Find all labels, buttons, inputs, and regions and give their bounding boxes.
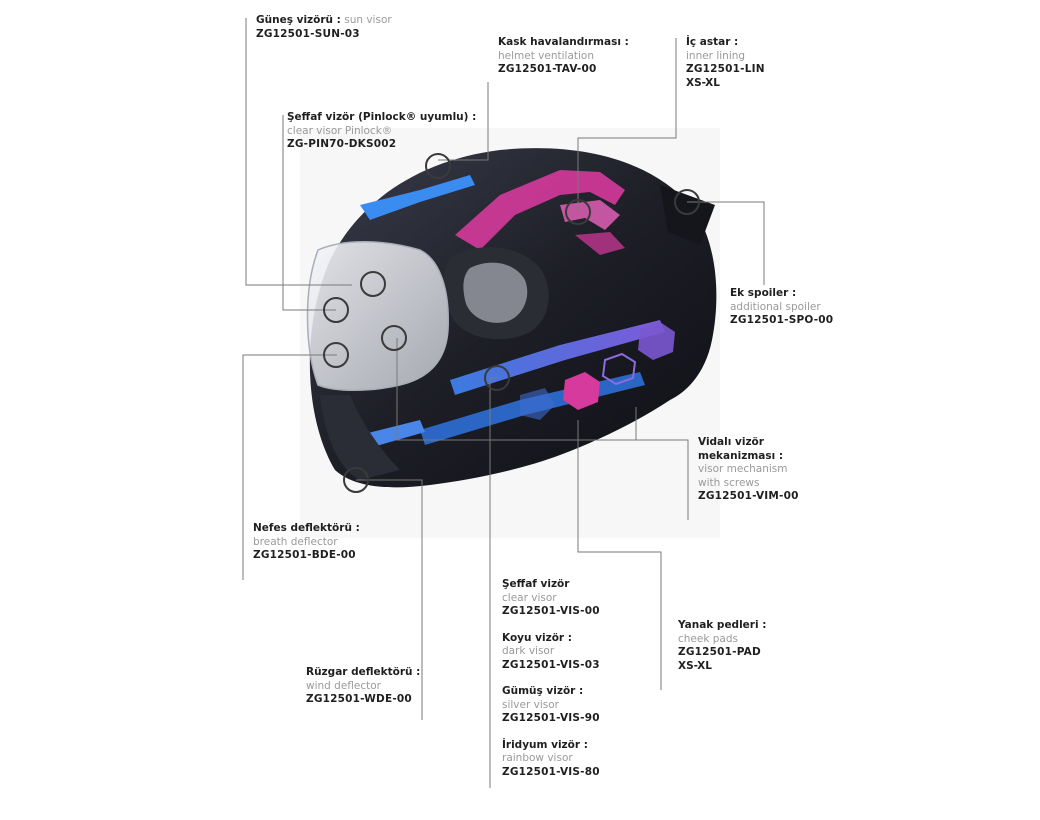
leader-spoiler (687, 201, 765, 285)
ventilation-code: ZG12501-TAV-00 (498, 63, 597, 75)
sun-visor-code: ZG12501-SUN-03 (256, 27, 360, 40)
sun-visor-tr: Güneş vizörü : (256, 14, 341, 26)
spoiler-en: additional spoiler (730, 300, 821, 313)
callout-spoiler: Ek spoiler : additional spoiler ZG12501-… (730, 287, 833, 328)
visor-variant: İridyum vizör : rainbow visor ZG12501-VI… (502, 739, 600, 780)
helmet-shell (309, 148, 717, 488)
spoiler-tr: Ek spoiler : (730, 287, 797, 299)
visor-variant-tr: Gümüş vizör : (502, 685, 584, 697)
leader-lines (242, 18, 765, 788)
visor-variant-code: ZG12501-VIS-00 (502, 605, 600, 617)
cheek-pads-en: cheek pads (678, 632, 739, 645)
inner-lining-tr: İç astar : (686, 36, 739, 48)
marker-breath-deflector (323, 342, 349, 368)
marker-ventilation (425, 153, 451, 179)
marker-sun-visor (360, 271, 386, 297)
marker-inner-lining (565, 199, 591, 225)
inner-lining-code: ZG12501-LIN (686, 63, 765, 75)
breath-deflector-code: ZG12501-BDE-00 (253, 549, 356, 561)
callout-sun-visor: Güneş vizörü : sun visor ZG12501-SUN-03 (256, 14, 392, 41)
cheek-pads-tr: Yanak pedleri : (678, 619, 767, 631)
wind-deflector-code: ZG12501-WDE-00 (306, 693, 412, 705)
visor-variant-tr: Şeffaf vizör (502, 578, 570, 590)
visor-variant: Koyu vizör : dark visor ZG12501-VIS-03 (502, 632, 600, 673)
cheek-pads-size: XS-XL (678, 659, 712, 672)
visor-variant-en: dark visor (502, 645, 555, 657)
breath-deflector-tr: Nefes deflektörü : (253, 522, 360, 534)
callout-inner-lining: İç astar : inner lining ZG12501-LIN XS-X… (686, 36, 765, 90)
marker-pinlock (323, 297, 349, 323)
visor-variant-en: silver visor (502, 698, 559, 711)
pinlock-code: ZG-PIN70-DKS002 (287, 138, 397, 150)
breath-deflector-en: breath deflector (253, 535, 338, 548)
callout-markers (323, 153, 700, 493)
inner-lining-size: XS-XL (686, 76, 720, 89)
ventilation-tr: Kask havalandırması : (498, 36, 629, 48)
ventilation-en: helmet ventilation (498, 49, 595, 62)
callout-breath-deflector: Nefes deflektörü : breath deflector ZG12… (253, 522, 360, 563)
visor-mech-code: ZG12501-VIM-00 (698, 490, 799, 502)
callout-pinlock-visor: Şeffaf vizör (Pinlock® uyumlu) : clear v… (287, 111, 476, 152)
leader-breath-deflector (242, 354, 337, 580)
leader-pinlock (282, 115, 336, 311)
visor-variant-en: rainbow visor (502, 752, 573, 764)
leader-wind-deflector (356, 479, 423, 720)
callout-ventilation: Kask havalandırması : helmet ventilation… (498, 36, 629, 77)
marker-visor-mechanism (381, 325, 407, 351)
visor-variant-code: ZG12501-VIS-80 (502, 765, 600, 778)
callout-wind-deflector: Rüzgar deflektörü : wind deflector ZG125… (306, 666, 420, 707)
spoiler-code: ZG12501-SPO-00 (730, 314, 834, 326)
pinlock-tr: Şeffaf vizör (Pinlock® uyumlu) : (287, 111, 477, 123)
visor-variant-code: ZG12501-VIS-90 (502, 712, 600, 724)
cheek-pads-code: ZG12501-PAD (678, 646, 761, 658)
visor-mech-en1: visor mechanism (698, 463, 788, 475)
marker-spoiler (674, 189, 700, 215)
leader-sun-visor (245, 18, 352, 286)
inner-lining-en: inner lining (686, 49, 746, 62)
visor-variant-en: clear visor (502, 591, 557, 604)
leader-visors (489, 377, 497, 788)
visor-variant-code: ZG12501-VIS-03 (502, 658, 600, 671)
visor-mech-en2: with screws (698, 476, 760, 489)
marker-wind-deflector (343, 467, 369, 493)
leader-inner-lining (577, 38, 677, 212)
visor-variant: Gümüş vizör : silver visor ZG12501-VIS-9… (502, 685, 600, 726)
clear-visor (306, 241, 449, 391)
visor-variant: Şeffaf vizör clear visor ZG12501-VIS-00 (502, 578, 600, 619)
wind-deflector-tr: Rüzgar deflektörü : (306, 666, 421, 678)
leader-visor-mech-top (396, 338, 637, 441)
leader-ventilation (438, 82, 489, 161)
leader-visor-mech (636, 439, 689, 520)
visor-variant-tr: İridyum vizör : (502, 738, 588, 751)
visor-mech-tr2: mekanizması : (698, 449, 784, 462)
callout-visor-variants: Şeffaf vizör clear visor ZG12501-VIS-00 … (502, 578, 600, 792)
visor-variant-tr: Koyu vizör : (502, 631, 572, 644)
wind-deflector-en: wind deflector (306, 679, 381, 692)
callout-visor-mechanism: Vidalı vizör mekanizması : visor mechani… (698, 436, 799, 504)
visor-mech-tr1: Vidalı vizör (698, 436, 764, 448)
sun-visor-en: sun visor (344, 14, 392, 26)
pinlock-en: clear visor Pinlock® (287, 124, 393, 137)
marker-visors (484, 365, 510, 391)
callout-cheek-pads: Yanak pedleri : cheek pads ZG12501-PAD X… (678, 619, 766, 673)
leader-cheek-pads (577, 420, 662, 690)
